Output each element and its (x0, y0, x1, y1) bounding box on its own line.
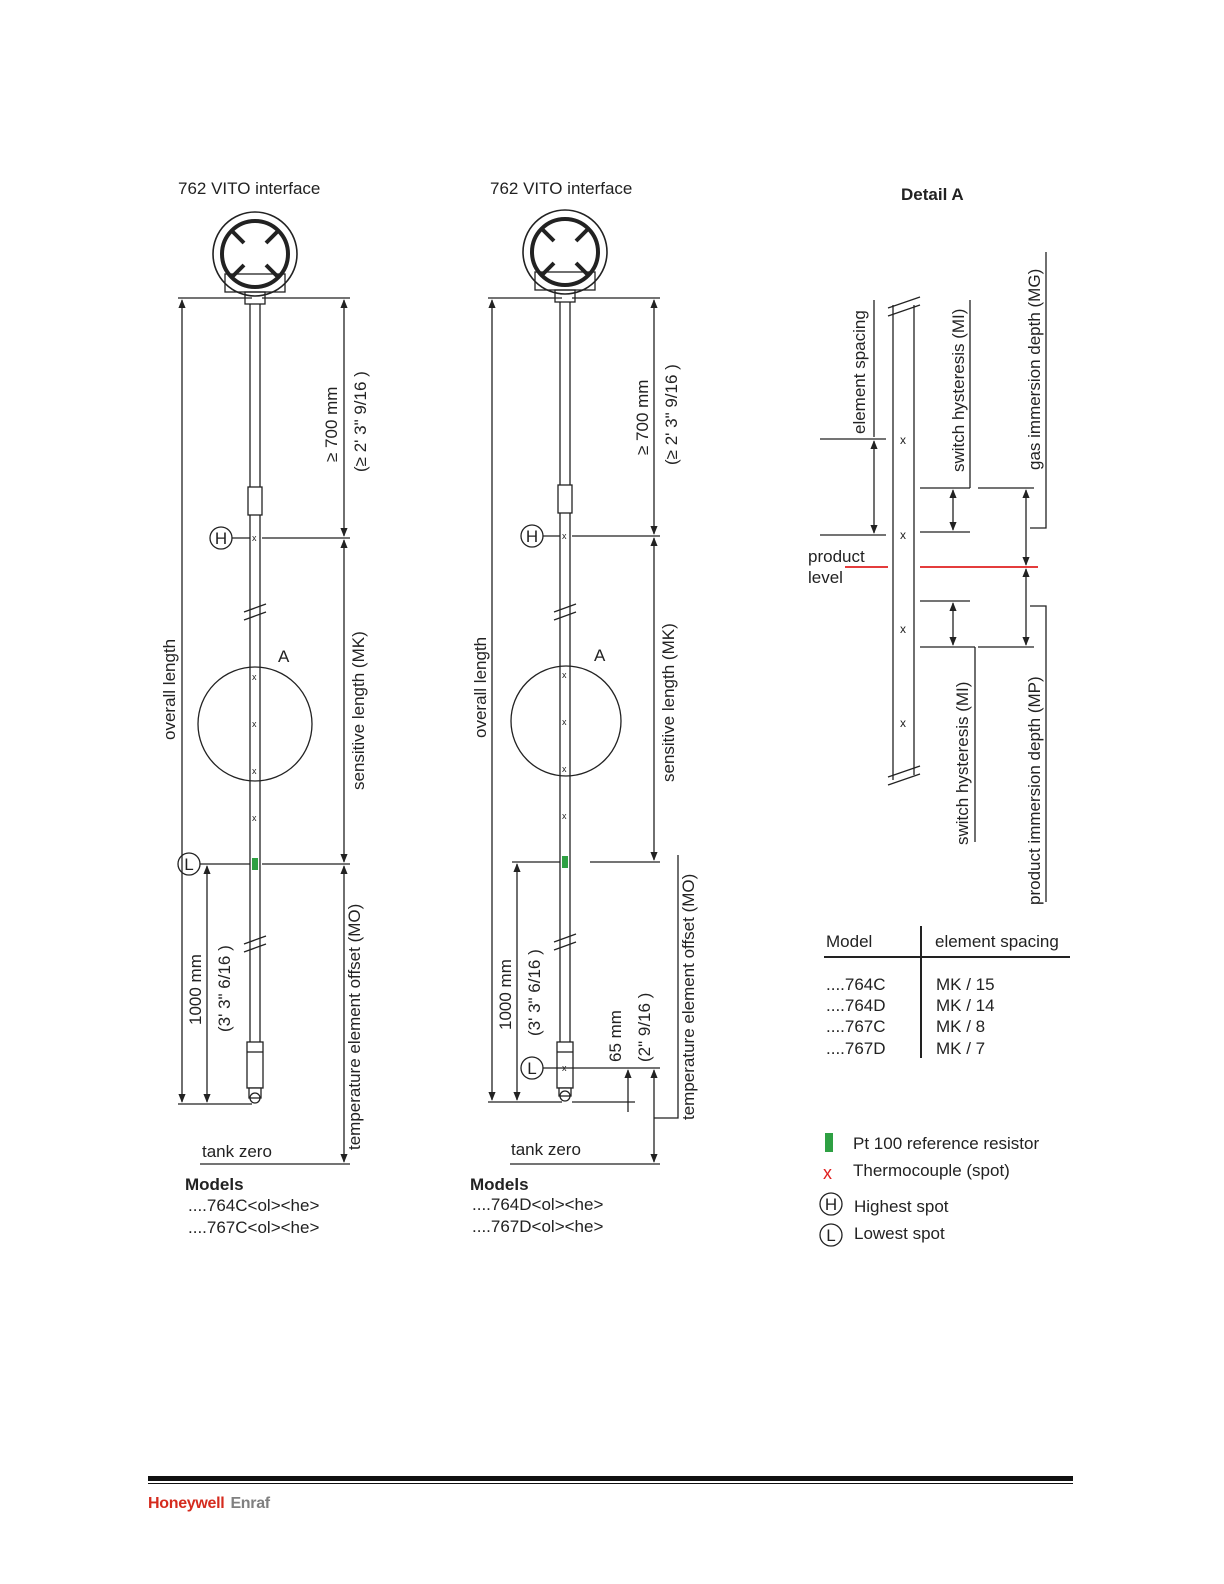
lowest-spot-legend-icon: L (826, 1226, 835, 1245)
right-overall-length-label: overall length (471, 637, 490, 738)
left-min-length-in: (≥ 2' 3" 9/16 ) (351, 371, 370, 472)
table-header-spacing: element spacing (935, 932, 1059, 951)
honeywell-enraf-logo: Honeywell Enraf (148, 1495, 270, 1513)
right-temp-offset: temperature element offset (MO) (679, 874, 698, 1120)
right-min-length-in: (≥ 2' 3" 9/16 ) (662, 364, 681, 465)
highest-spot-legend-icon: H (825, 1195, 837, 1214)
left-highest-spot-marker: H (215, 529, 227, 548)
right-detail-marker: A (594, 646, 606, 665)
left-pt100 (252, 858, 258, 870)
logo-brand: Honeywell (148, 1495, 225, 1512)
product-level-line2: level (808, 568, 843, 587)
spacing-table: Model element spacing ....764C MK / 15 .… (824, 926, 1070, 1058)
pt100-legend-swatch (825, 1133, 833, 1152)
left-model-1: ....764C<ol><he> (188, 1196, 319, 1215)
left-lowest-spot-marker: L (184, 855, 193, 874)
right-offset-mm: 65 mm (606, 1010, 625, 1062)
right-min-length-mm: ≥ 700 mm (633, 380, 652, 455)
left-vito-head (212, 211, 298, 305)
svg-text:x: x (900, 716, 906, 730)
detail-thermocouples: x x x x (900, 433, 906, 730)
right-models-heading: Models (470, 1175, 529, 1194)
left-model-2: ....767C<ol><he> (188, 1218, 319, 1237)
table-row-model: ....764D (826, 996, 886, 1015)
footer-rule (148, 1476, 1073, 1481)
right-probe-tube (553, 302, 577, 1102)
svg-text:x: x (562, 764, 567, 774)
switch-hysteresis-top: switch hysteresis (MI) (949, 309, 968, 472)
left-sensitive-length: sensitive length (MK) (349, 631, 368, 790)
svg-text:x: x (252, 766, 257, 776)
legend-lowest: Lowest spot (854, 1224, 945, 1243)
left-overall-length-label: overall length (160, 639, 179, 740)
right-model-1: ....764D<ol><he> (472, 1195, 603, 1214)
right-probe: 762 VITO interface over (470, 179, 698, 1236)
legend-pt100: Pt 100 reference resistor (853, 1134, 1039, 1153)
svg-text:x: x (562, 531, 567, 541)
table-row-model: ....767D (826, 1039, 886, 1058)
left-models-heading: Models (185, 1175, 244, 1194)
footer-rule-thin (148, 1483, 1073, 1484)
table-row-spacing: MK / 8 (936, 1017, 985, 1036)
left-temp-offset: temperature element offset (MO) (345, 904, 364, 1150)
right-probe-title: 762 VITO interface (490, 179, 632, 198)
product-immersion-label: product immersion depth (MP) (1025, 676, 1044, 905)
right-thermocouples: x x x x x x (562, 531, 567, 1073)
right-offset-in: (2" 9/16 ) (635, 993, 654, 1062)
detail-a: Detail A x x x x element spacing product l… (808, 185, 1047, 905)
table-row-model: ....767C (826, 1017, 886, 1036)
svg-text:x: x (252, 813, 257, 823)
svg-text:x: x (900, 433, 906, 447)
svg-text:x: x (252, 719, 257, 729)
svg-text:x: x (252, 672, 257, 682)
right-tank-zero: tank zero (511, 1140, 581, 1159)
left-tank-zero: tank zero (202, 1142, 272, 1161)
svg-text:x: x (900, 622, 906, 636)
left-thermocouples: x x x x x (252, 533, 257, 823)
product-level-line1: product (808, 547, 865, 566)
svg-text:x: x (562, 670, 567, 680)
legend: Pt 100 reference resistor x Thermocouple… (819, 1133, 1039, 1247)
right-vito-head (522, 209, 608, 303)
left-bottom-in: (3' 3" 6/16 ) (215, 945, 234, 1032)
table-row-spacing: MK / 7 (936, 1039, 985, 1058)
legend-highest: Highest spot (854, 1197, 949, 1216)
svg-text:x: x (562, 1063, 567, 1073)
right-pt100 (562, 856, 568, 868)
right-bottom-in: (3' 3" 6/16 ) (525, 949, 544, 1036)
svg-text:x: x (562, 811, 567, 821)
table-row-spacing: MK / 15 (936, 975, 995, 994)
thermocouple-legend-icon: x (823, 1163, 832, 1183)
element-spacing-label: element spacing (850, 310, 869, 434)
logo-sub: Enraf (230, 1495, 270, 1512)
right-sensitive-length: sensitive length (MK) (659, 623, 678, 782)
right-highest-spot-marker: H (526, 527, 538, 546)
switch-hysteresis-bottom: switch hysteresis (MI) (953, 682, 972, 845)
right-bottom-mm: 1000 mm (496, 959, 515, 1030)
svg-text:x: x (252, 533, 257, 543)
right-detail-circle (510, 665, 622, 777)
svg-text:x: x (562, 717, 567, 727)
gas-immersion-label: gas immersion depth (MG) (1025, 269, 1044, 470)
svg-text:x: x (900, 528, 906, 542)
left-bottom-mm: 1000 mm (186, 954, 205, 1025)
left-min-length-mm: ≥ 700 mm (322, 387, 341, 462)
right-model-2: ....767D<ol><he> (472, 1217, 603, 1236)
detail-title: Detail A (901, 185, 964, 204)
table-row-model: ....764C (826, 975, 886, 994)
legend-thermocouple: Thermocouple (spot) (853, 1161, 1010, 1180)
left-probe: 762 VITO interface (160, 179, 370, 1237)
table-row-spacing: MK / 14 (936, 996, 995, 1015)
left-detail-marker: A (278, 647, 290, 666)
left-probe-title: 762 VITO interface (178, 179, 320, 198)
table-header-model: Model (826, 932, 872, 951)
left-detail-circle (197, 666, 313, 782)
right-lowest-spot-marker: L (527, 1059, 536, 1078)
left-probe-tube (243, 304, 267, 1104)
